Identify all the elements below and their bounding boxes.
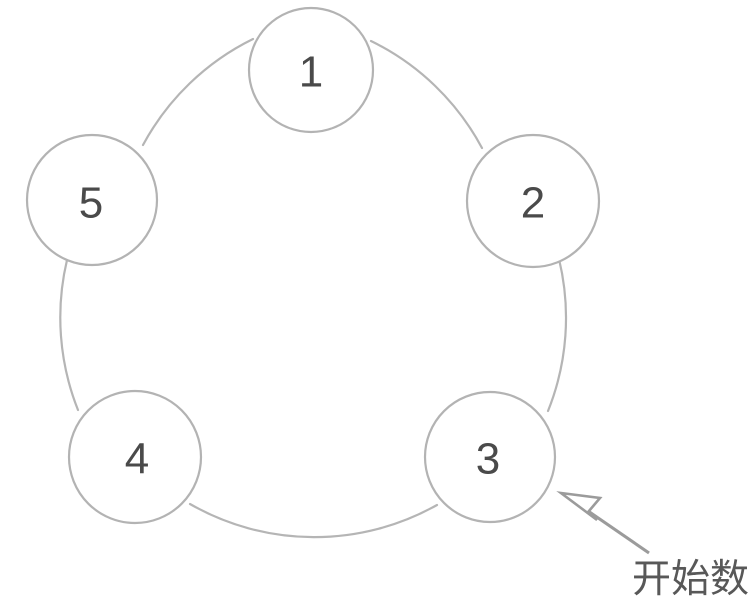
node-5-label: 5	[79, 179, 103, 228]
node-1-circle[interactable]	[247, 6, 375, 134]
arrow-shaft-line	[587, 509, 650, 555]
node-2-label: 2	[521, 179, 545, 228]
ring-arc-group	[59, 37, 568, 539]
node-2[interactable]: 2	[465, 133, 601, 269]
node-3-circle[interactable]	[423, 390, 557, 524]
node-5[interactable]: 5	[25, 133, 159, 267]
node-5-circle[interactable]	[25, 133, 159, 267]
edge-3-to-4	[188, 502, 439, 539]
node-4-circle[interactable]	[67, 389, 203, 525]
node-4[interactable]: 4	[67, 389, 203, 525]
start-annotation-label: 开始数	[632, 558, 749, 601]
start-annotation-arrow	[556, 491, 650, 555]
edge-2-to-3	[546, 257, 568, 413]
node-2-circle[interactable]	[465, 133, 601, 269]
node-3[interactable]: 3	[423, 390, 557, 524]
edge-1-to-2	[369, 39, 484, 150]
node-3-label: 3	[476, 435, 500, 484]
node-4-label: 4	[125, 435, 149, 484]
arrow-head-icon	[556, 491, 603, 522]
node-1-label: 1	[299, 48, 323, 97]
node-group: 1 2 3 4 5	[25, 6, 601, 525]
node-1[interactable]: 1	[247, 6, 375, 134]
edge-5-to-1	[141, 37, 255, 147]
edge-4-to-5	[59, 258, 80, 412]
